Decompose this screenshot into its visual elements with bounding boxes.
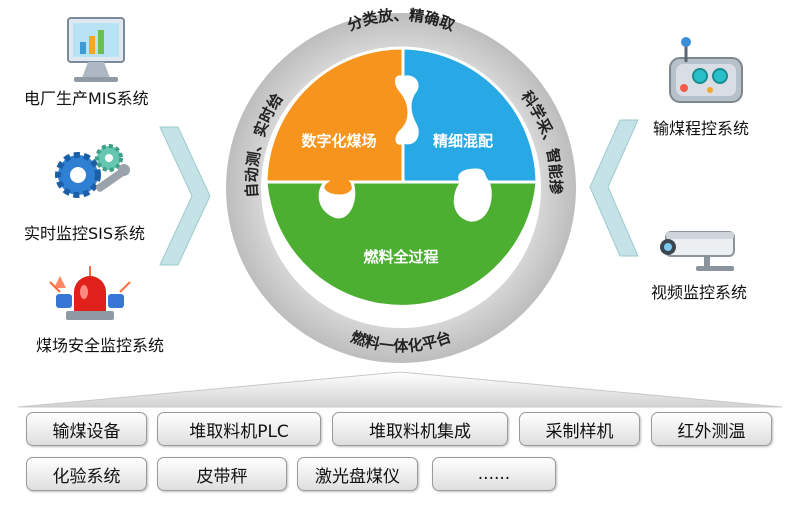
left-system-label-yard-safety: 煤场安全监控系统 [36,336,165,355]
bottom-box-stacker-integration: 堆取料机集成 [332,412,508,446]
bottom-box-coal-equipment: 输煤设备 [26,412,147,446]
alarm-siren-icon [49,266,131,320]
bottom-box-more: ...... [432,457,556,491]
bottom-box-lab-system: 化验系统 [26,457,147,491]
gears-wrench-icon [55,144,130,198]
left-system-label-sis: 实时监控SIS系统 [24,224,146,243]
left-chevron-arrow [159,126,211,266]
puzzle-label-digital-yard: 数字化煤场 [301,132,376,150]
puzzle-circle: 数字化煤场 精细混配 燃料全过程 [264,46,539,308]
bottom-box-sampler: 采制样机 [519,412,640,446]
left-system-label-mis: 电厂生产MIS系统 [24,89,149,108]
bottom-box-laser-coal-meter: 激光盘煤仪 [297,457,418,491]
puzzle-label-fuel-process: 燃料全过程 [363,248,438,266]
surveillance-camera-icon [660,231,735,271]
puzzle-piece-blue [401,46,539,184]
right-chevron-arrow [589,119,639,257]
puzzle-label-fine-blending: 精细混配 [433,132,493,150]
right-system-label-coal-conveying: 输煤程控系统 [653,119,750,138]
bottom-box-belt-scale: 皮带秤 [157,457,287,491]
puzzle-piece-orange [264,46,411,198]
platform-funnel [17,371,783,408]
joystick-controller-icon [669,37,743,103]
bottom-box-stacker-plc: 堆取料机PLC [157,412,321,446]
bottom-box-infrared-temp: 红外测温 [651,412,772,446]
monitor-chart-icon [67,17,125,82]
right-system-label-video-monitor: 视频监控系统 [651,283,748,302]
puzzle-piece-green [264,180,539,308]
